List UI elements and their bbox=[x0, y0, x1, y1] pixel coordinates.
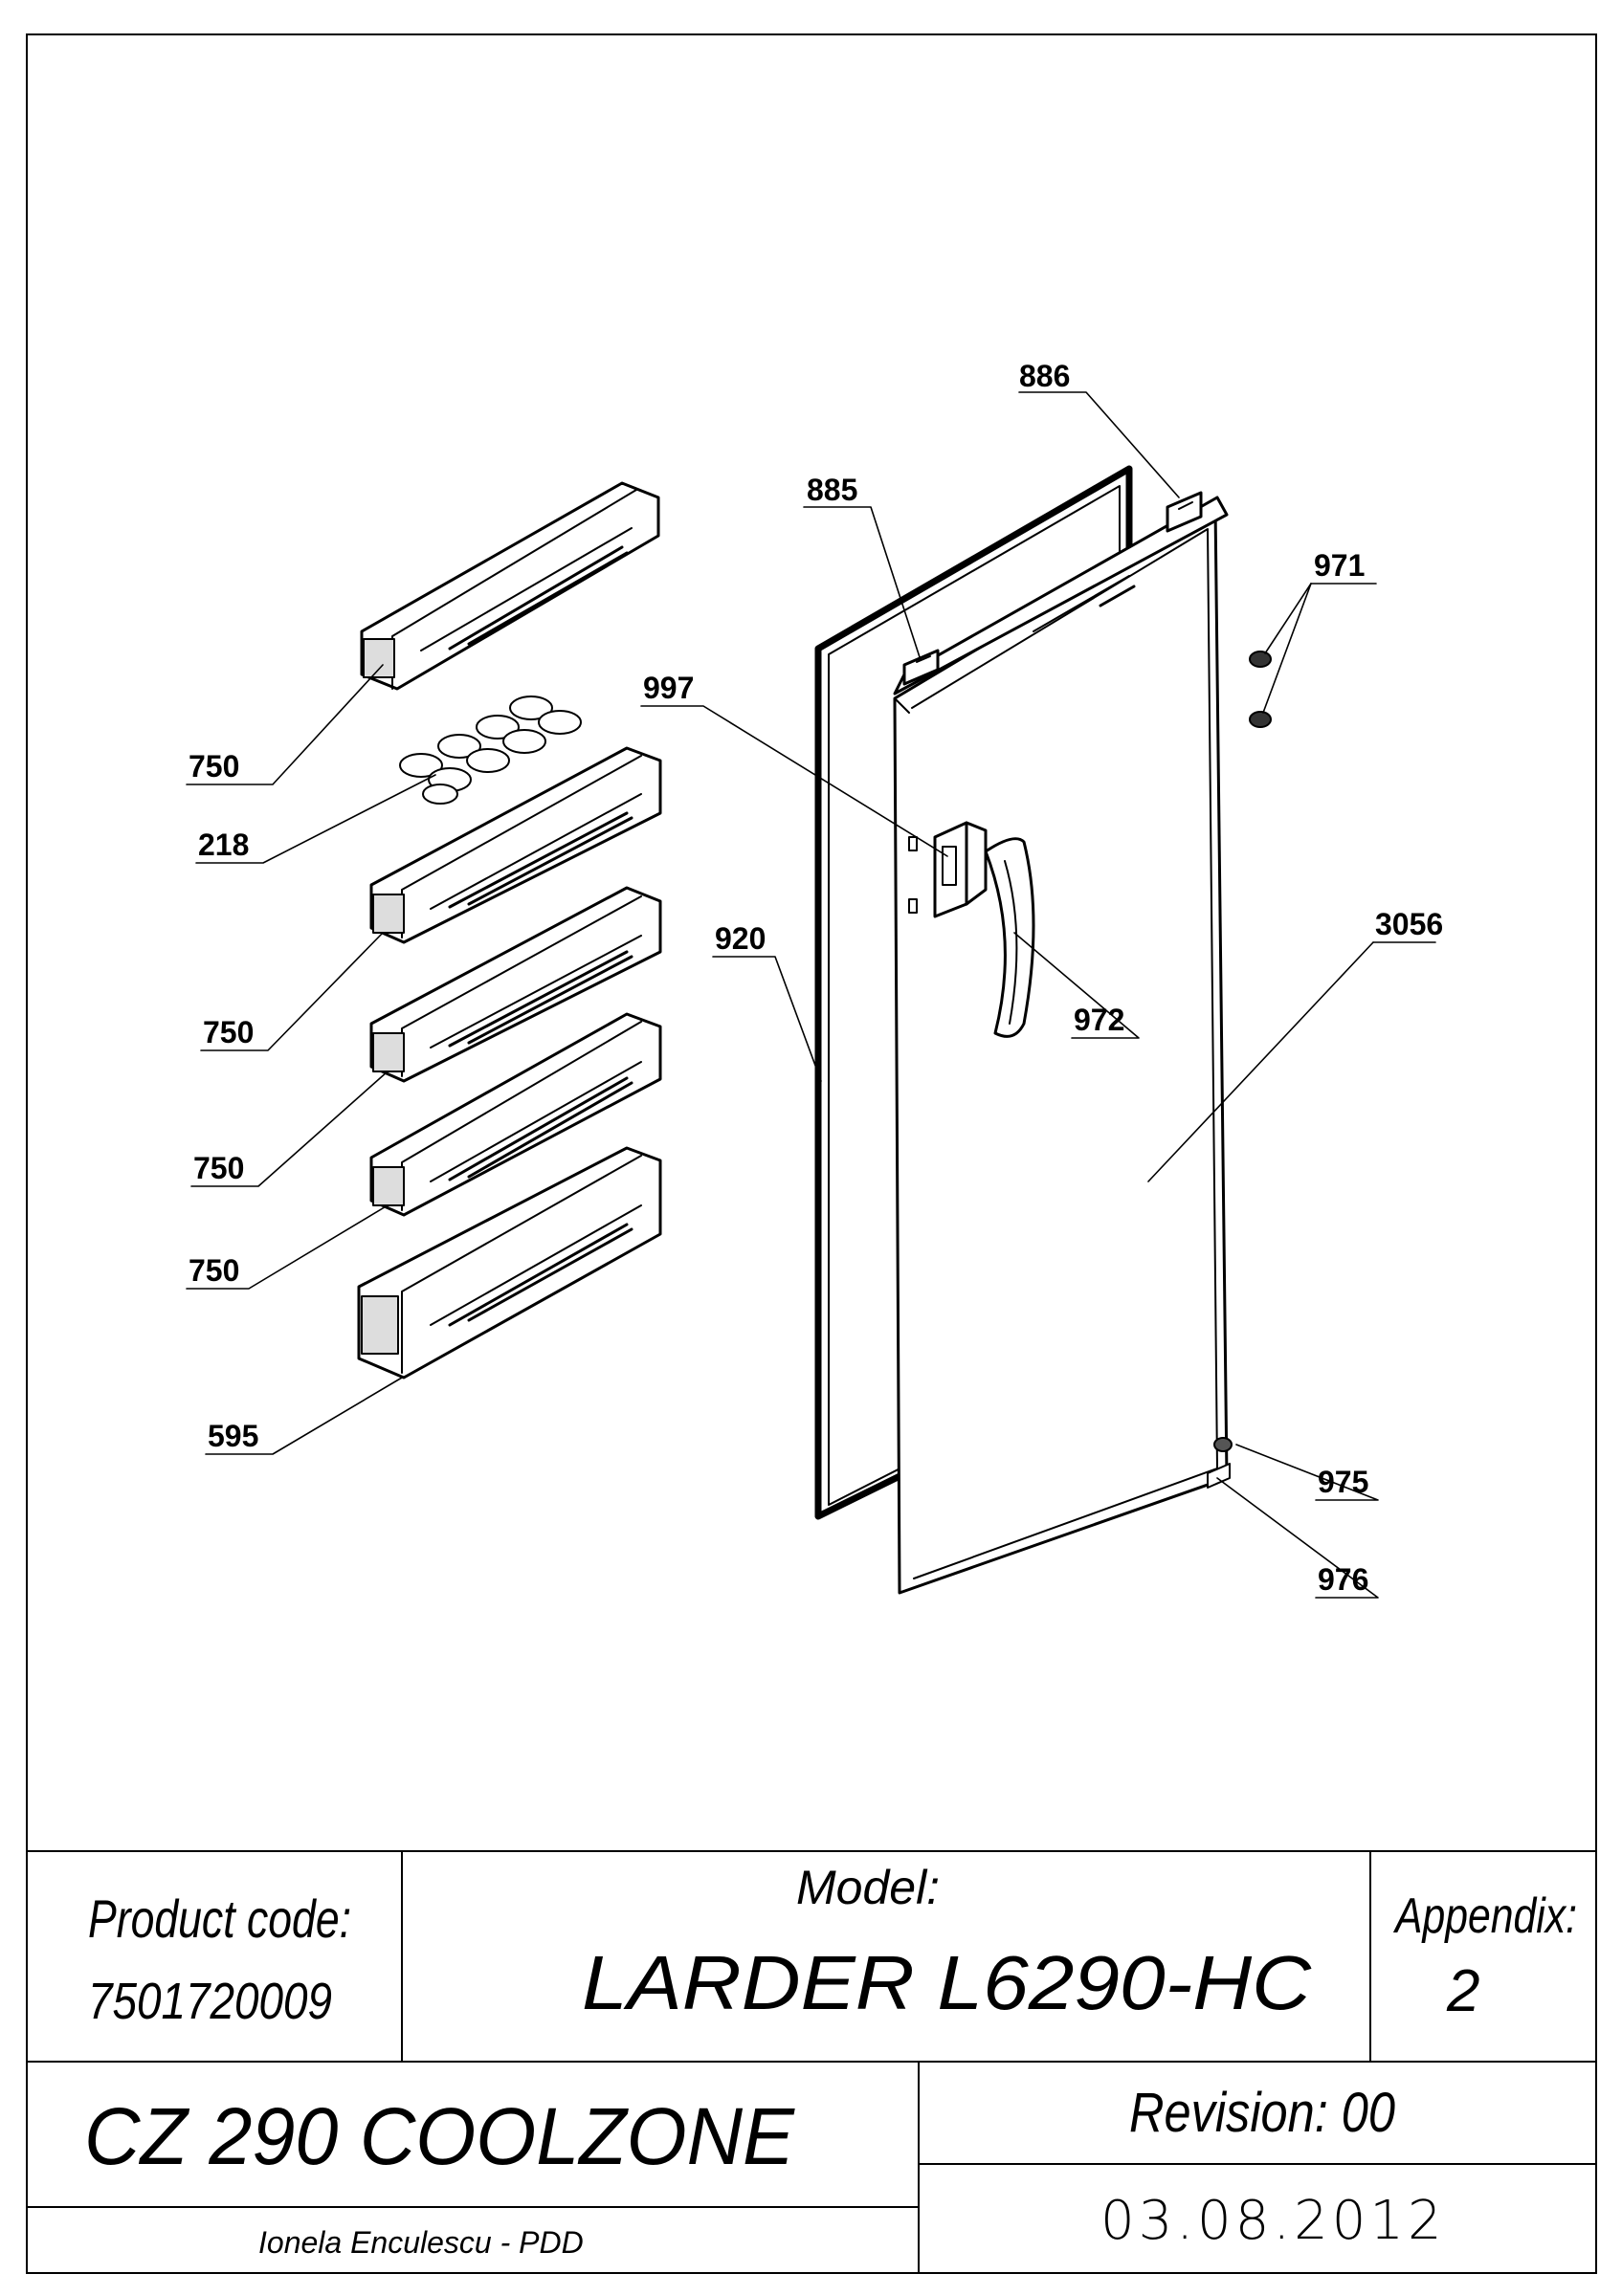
part-callouts: 886 885 971 997 750 218 920 3056 972 750… bbox=[189, 359, 1443, 1597]
callout-595: 595 bbox=[208, 1419, 258, 1453]
shelf-750-second bbox=[369, 746, 662, 944]
callout-750-second: 750 bbox=[203, 1015, 254, 1049]
door-panel bbox=[893, 496, 1229, 1595]
hinge-bracket-886 bbox=[1166, 491, 1203, 533]
revision-label: Revision: 00 bbox=[1129, 2082, 1395, 2144]
callout-750-third: 750 bbox=[193, 1151, 244, 1185]
title-block-text: Product code: 7501720009 Model: LARDER L… bbox=[84, 1861, 1577, 2260]
shelf-750-third bbox=[369, 886, 662, 1083]
callout-975: 975 bbox=[1318, 1465, 1368, 1499]
leader-lines bbox=[186, 391, 1436, 1599]
revision-date: 03.08.2012 bbox=[1100, 2190, 1446, 2252]
appendix-value: 2 bbox=[1446, 1958, 1479, 2024]
hinge-bracket-885 bbox=[902, 649, 940, 686]
model-value: LARDER L6290-HC bbox=[582, 1940, 1312, 2025]
callout-976: 976 bbox=[1318, 1562, 1368, 1597]
author-name: Ionela Enculescu - PDD bbox=[258, 2225, 584, 2260]
shelf-750-fourth bbox=[369, 1012, 662, 1217]
callout-886: 886 bbox=[1019, 359, 1070, 393]
handle-972 bbox=[984, 837, 1035, 1038]
product-code-value: 7501720009 bbox=[88, 1973, 332, 2030]
drawing-frame bbox=[26, 33, 1597, 2274]
callout-920: 920 bbox=[715, 921, 766, 956]
model-label: Model: bbox=[796, 1861, 940, 1914]
parts-drawing bbox=[186, 391, 1436, 1599]
shelf-750-top bbox=[360, 481, 660, 691]
callout-972: 972 bbox=[1074, 1003, 1124, 1037]
egg-tray-218 bbox=[399, 695, 582, 805]
callout-218: 218 bbox=[198, 828, 249, 862]
callout-885: 885 bbox=[807, 473, 857, 507]
plug-caps-971 bbox=[1249, 651, 1272, 728]
product-code-label: Product code: bbox=[88, 1888, 351, 1949]
appendix-label: Appendix: bbox=[1393, 1888, 1577, 1944]
callout-750-top: 750 bbox=[189, 749, 239, 784]
callout-3056: 3056 bbox=[1375, 907, 1443, 941]
shelf-595-bottom bbox=[357, 1146, 662, 1380]
callout-997: 997 bbox=[643, 671, 694, 705]
lower-hinge-975-976 bbox=[1207, 1437, 1233, 1489]
callout-971: 971 bbox=[1314, 548, 1365, 583]
product-name: CZ 290 COOLZONE bbox=[84, 2091, 795, 2181]
lock-mechanism-997 bbox=[933, 821, 988, 918]
callout-750-fourth: 750 bbox=[189, 1253, 239, 1288]
title-block bbox=[27, 1850, 1596, 2273]
